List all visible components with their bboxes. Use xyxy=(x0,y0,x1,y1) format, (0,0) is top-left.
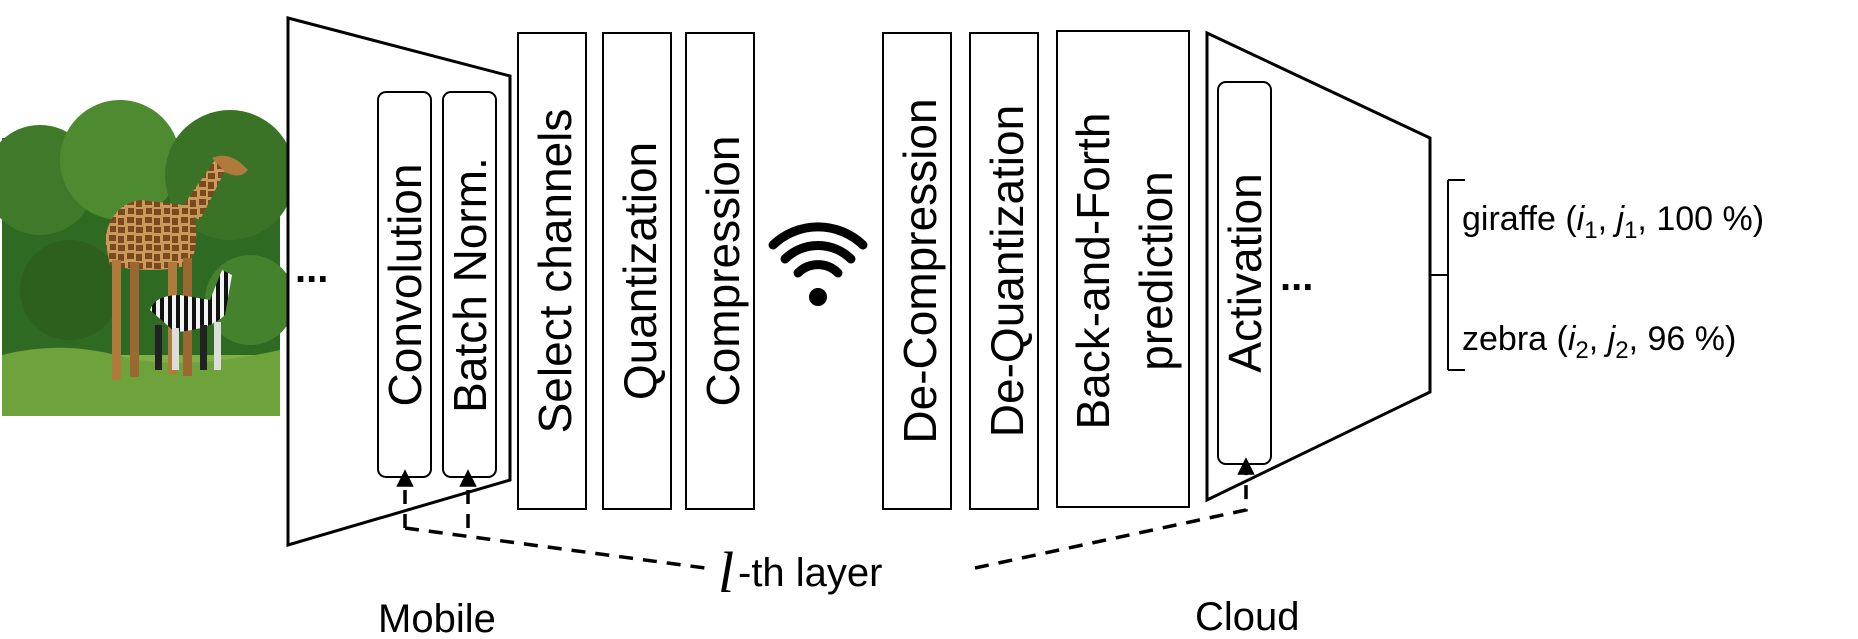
de-compression-label: De-Compression xyxy=(894,98,946,443)
giraffe-figure xyxy=(105,155,248,380)
convolution-label: Convolution xyxy=(379,164,431,407)
activation-label: Activation xyxy=(1219,173,1271,372)
compression-label: Compression xyxy=(697,136,749,407)
back-and-forth-prediction-box xyxy=(1056,30,1190,508)
dashed-line-left xyxy=(404,526,706,570)
prediction-label-line2: prediction xyxy=(1130,171,1182,370)
output-zebra: zebra (i2, j2, 96 %) xyxy=(1462,320,1736,364)
prediction-label-line1: Back-and-Forth xyxy=(1067,112,1119,429)
de-quantization-label: De-Quantization xyxy=(981,105,1033,437)
output-giraffe: giraffe (i1, j1, 100 %) xyxy=(1462,200,1764,244)
output-bracket xyxy=(1430,179,1465,371)
cloud-label: Cloud xyxy=(1195,595,1300,639)
layer-annotation-text: -th layer xyxy=(738,551,883,595)
zebra-figure xyxy=(150,270,232,370)
layer-symbol-l: l xyxy=(718,540,734,605)
de-quantization-box xyxy=(969,32,1039,510)
de-compression-box xyxy=(882,32,952,510)
quantization-box xyxy=(602,32,672,510)
mobile-ellipsis: ... xyxy=(295,247,328,291)
cloud-ellipsis: ... xyxy=(1280,255,1313,299)
input-image xyxy=(0,100,295,416)
mobile-label: Mobile xyxy=(378,597,496,639)
batch-norm-label: Batch Norm. xyxy=(444,157,496,413)
select-channels-label: Select channels xyxy=(529,109,581,434)
arrow-to-activation xyxy=(974,457,1255,570)
select-channels-box xyxy=(517,32,587,510)
compression-box xyxy=(685,32,755,510)
wifi-icon xyxy=(768,222,868,306)
quantization-label: Quantization xyxy=(614,142,666,400)
